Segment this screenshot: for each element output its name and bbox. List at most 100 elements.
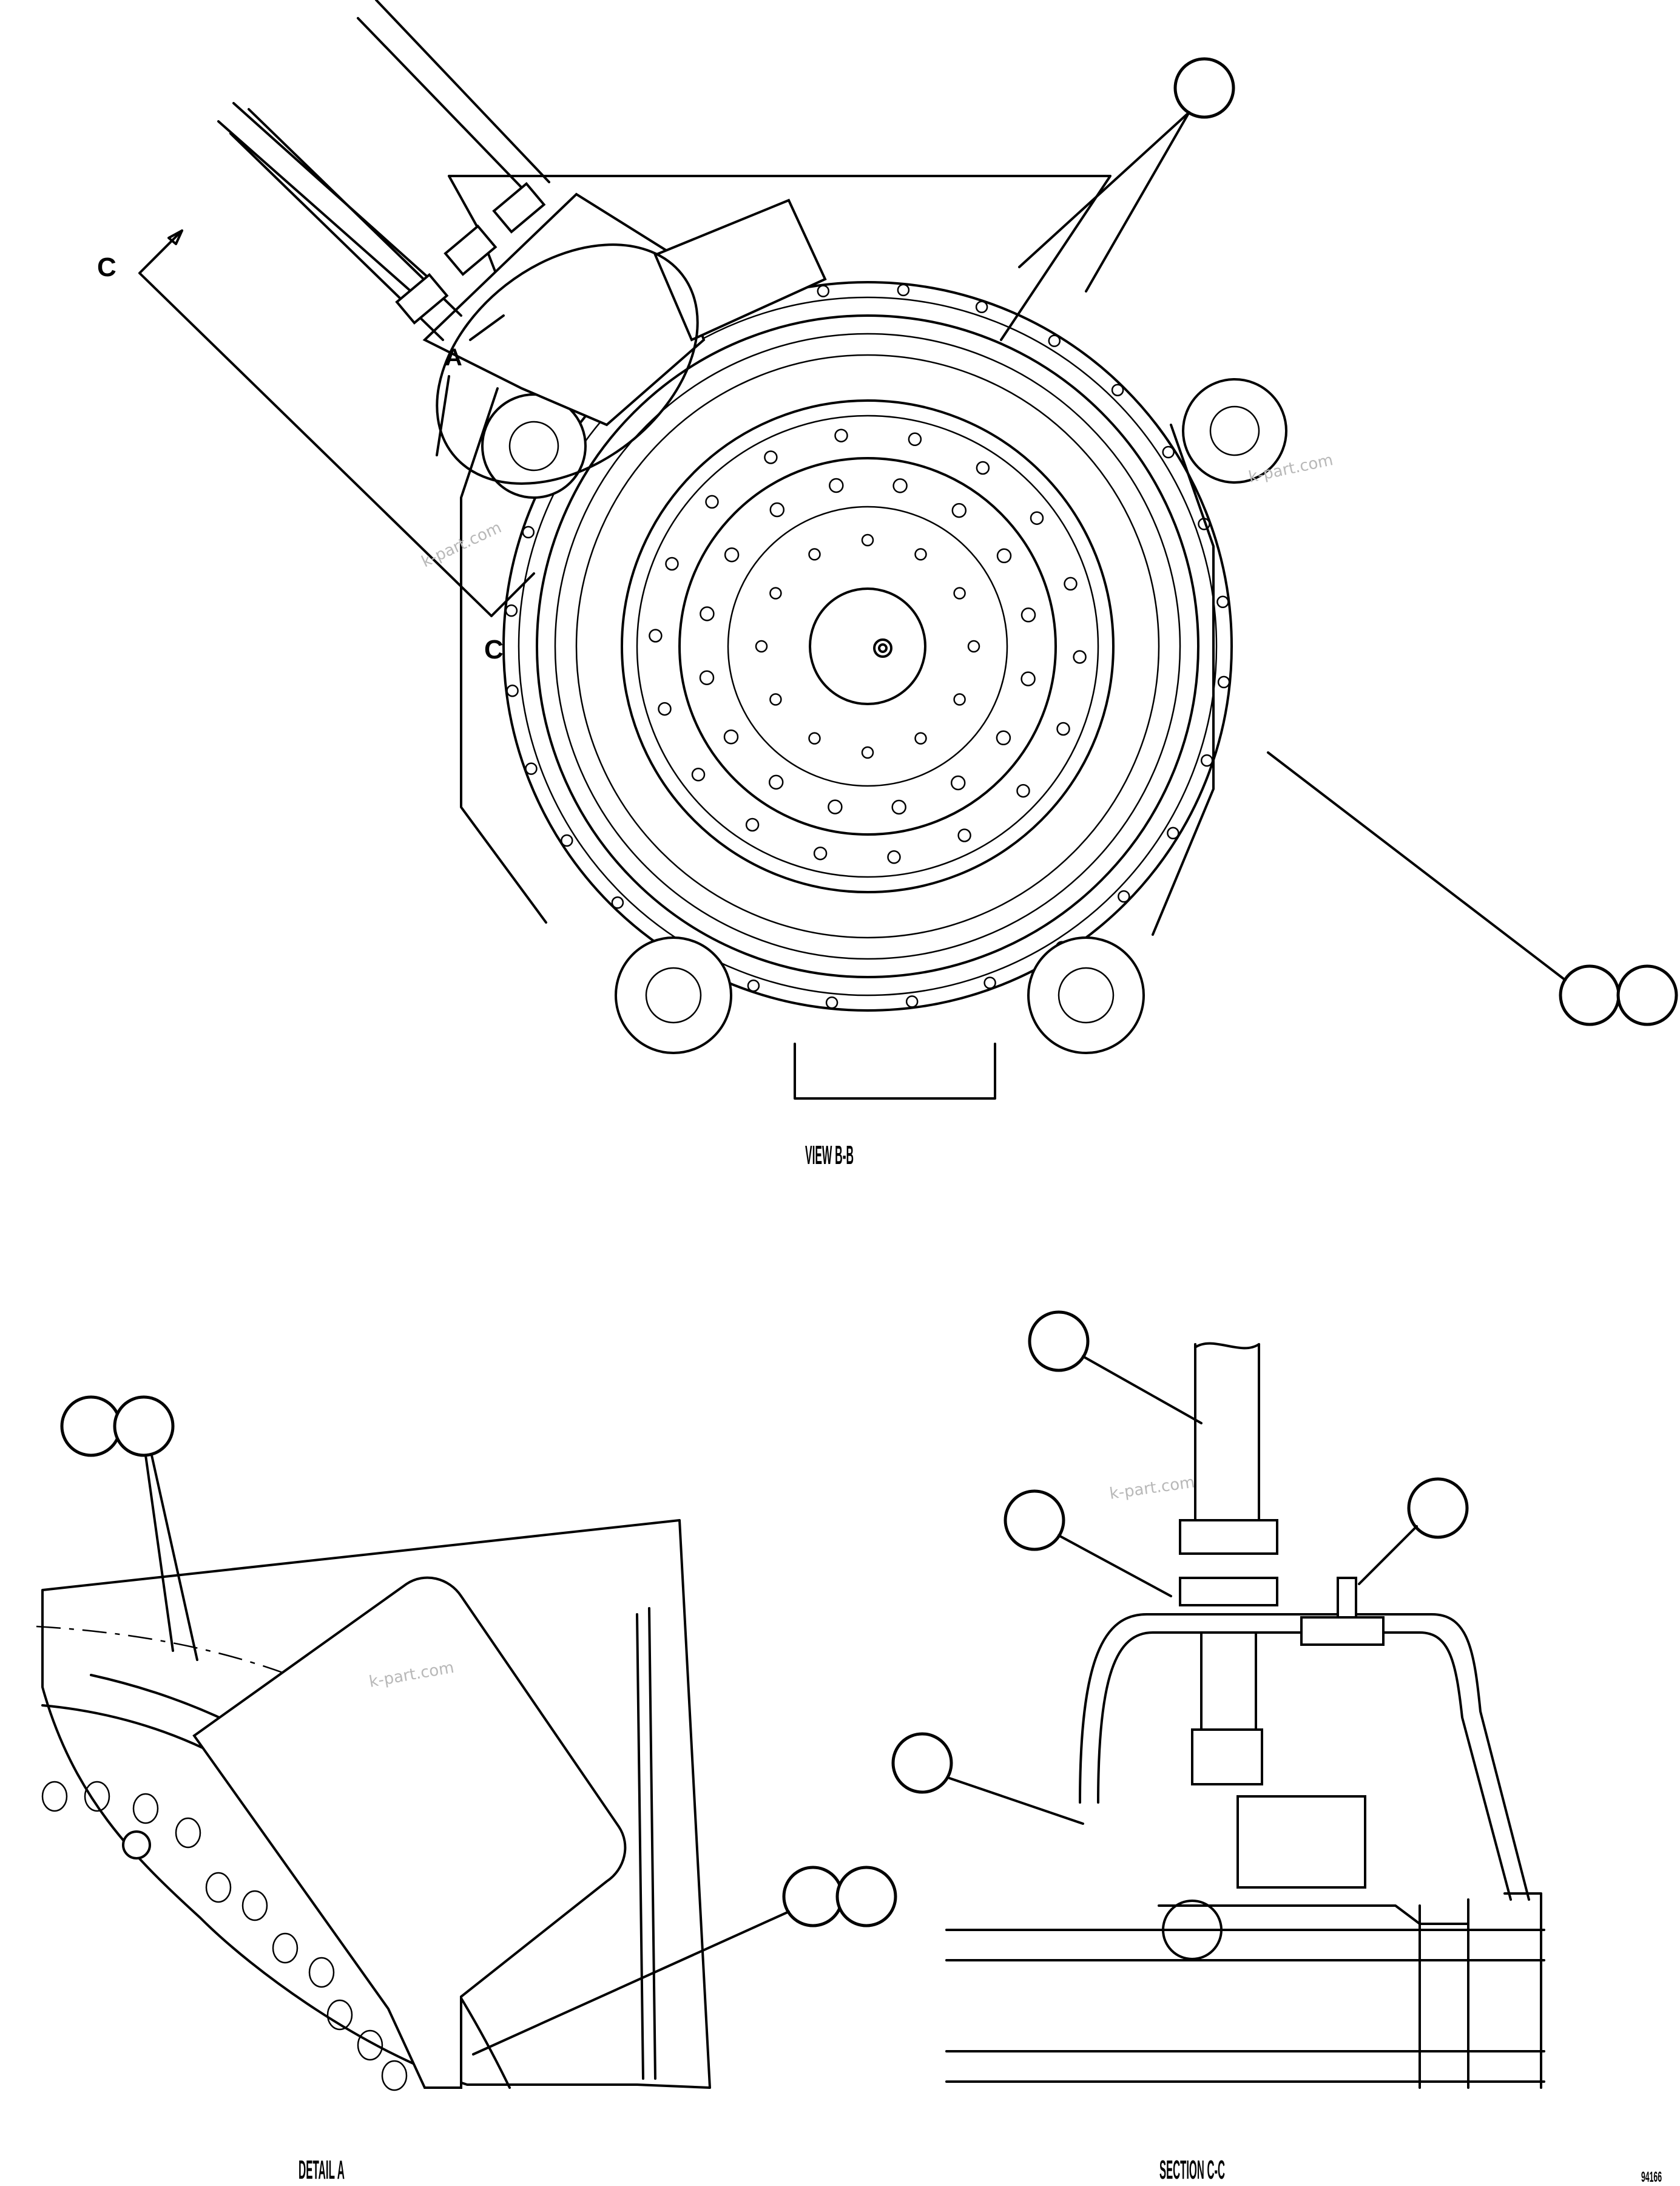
bolt-hole — [828, 799, 843, 814]
callout-balloon-2b — [1616, 964, 1678, 1026]
bolt-hole — [1048, 334, 1061, 347]
bolt-hole — [1216, 595, 1229, 609]
bolt-holes — [505, 283, 1230, 1009]
bolt-hole — [1111, 384, 1124, 396]
bolt-hole — [967, 640, 980, 653]
bolt-hole — [649, 629, 663, 643]
bolt-hole — [950, 775, 966, 791]
bolt-hole — [132, 1793, 159, 1824]
bolt-hole — [861, 533, 874, 547]
bolt-hole — [1020, 607, 1036, 623]
bolt-hole — [953, 587, 966, 600]
sensor-port — [122, 1830, 151, 1859]
bolt-hole — [175, 1817, 201, 1849]
callout-balloon-7 — [1407, 1477, 1469, 1539]
bolt-hole — [326, 1999, 353, 2031]
bolt-hole — [611, 896, 624, 909]
bolt-hole — [1020, 671, 1036, 686]
detail-a: k-part.com DETAIL A — [36, 1395, 897, 2185]
bolt-hole — [768, 774, 784, 790]
bolt-hole — [357, 2029, 383, 2061]
bolt-hole — [825, 996, 838, 1009]
bolt-hole — [41, 1781, 68, 1812]
bracket-cover — [1079, 1613, 1530, 1901]
bolt-hole — [829, 478, 844, 493]
actuator-block — [1236, 1795, 1366, 1889]
leader-8 — [948, 1777, 1084, 1825]
bell-ring-3 — [575, 354, 1160, 939]
bracket-cover-2 — [1097, 1631, 1512, 1901]
hub-center-2 — [878, 643, 888, 653]
leader-2 — [1267, 751, 1567, 981]
bolt-hole — [914, 548, 927, 561]
lower-shaft — [1200, 1631, 1257, 1731]
detail-a-box — [192, 1576, 627, 2089]
detail-a-title: DETAIL A — [299, 2155, 345, 2185]
bell-ring-2 — [554, 333, 1181, 960]
callout-balloon-8 — [891, 1732, 953, 1794]
drawing-number: 94166 — [1641, 2169, 1662, 2185]
bolt-hole — [996, 730, 1011, 746]
bolt-hole — [691, 768, 706, 782]
bolt-hole — [308, 1957, 335, 1988]
callout-balloon-2a — [1559, 964, 1621, 1026]
bolt-hole — [705, 495, 719, 509]
leader-1 — [1018, 111, 1190, 293]
bolt-hole — [897, 283, 910, 297]
bolt-hole — [755, 640, 768, 653]
view-bb-title: VIEW B-B — [805, 1140, 854, 1170]
leader-5 — [1082, 1355, 1203, 1424]
bolt-hole — [769, 502, 785, 518]
bolt-hole — [1064, 577, 1078, 591]
bolt-hole — [723, 729, 739, 745]
bolt-hole — [1167, 827, 1179, 840]
bolt-hole — [1217, 675, 1230, 689]
flywheel-ring — [636, 415, 1099, 878]
bolt-hole — [381, 2060, 408, 2091]
bolt-hole — [953, 693, 966, 706]
bolt-hole — [1200, 754, 1213, 767]
section-marker-bottom: C — [484, 635, 504, 665]
bolt-hole — [522, 526, 535, 539]
bolt-hole — [914, 732, 927, 745]
callout-balloon-3b — [113, 1395, 175, 1457]
hub-center — [873, 638, 892, 658]
bolt-hole — [951, 503, 967, 518]
bolt-hole — [1162, 445, 1175, 459]
connector — [1300, 1616, 1385, 1646]
bolt-hole — [808, 548, 821, 561]
bell-ring — [536, 314, 1199, 978]
bolt-hole — [665, 557, 679, 571]
detail-marker: A — [445, 344, 462, 371]
bolt-hole — [699, 670, 715, 685]
flywheel-inner — [678, 457, 1057, 836]
lifting-lug-bl — [615, 936, 732, 1054]
leader-4 — [472, 1910, 790, 2056]
flywheel-outer — [621, 399, 1115, 893]
bolt-hole — [764, 450, 778, 464]
bolt-hole — [241, 1890, 268, 1921]
callout-balloon-3a — [60, 1395, 122, 1457]
section-arrow-top — [167, 229, 183, 245]
lifting-lug-right — [1182, 378, 1287, 484]
detail-a-bracket — [636, 1607, 656, 2080]
section-marker-top: C — [97, 252, 116, 282]
detail-a-holes — [41, 1781, 408, 2091]
bolt-hole — [976, 461, 990, 475]
bolt-hole — [1118, 890, 1130, 903]
bolt-hole — [887, 850, 901, 864]
section-cc-title: SECTION C-C — [1159, 2155, 1225, 2185]
control-housing — [422, 192, 706, 427]
bolt-hole — [505, 604, 518, 617]
pipes — [217, 0, 550, 341]
hub — [809, 587, 926, 705]
bolt-hole — [745, 817, 760, 832]
bolt-hole — [975, 300, 988, 314]
bolt-hole — [658, 702, 672, 716]
bolt-hole — [769, 693, 782, 706]
bolt-hole — [1030, 511, 1044, 525]
bolt-hole — [272, 1932, 299, 1964]
bolt-hole — [205, 1872, 232, 1903]
coupling — [1191, 1728, 1263, 1785]
